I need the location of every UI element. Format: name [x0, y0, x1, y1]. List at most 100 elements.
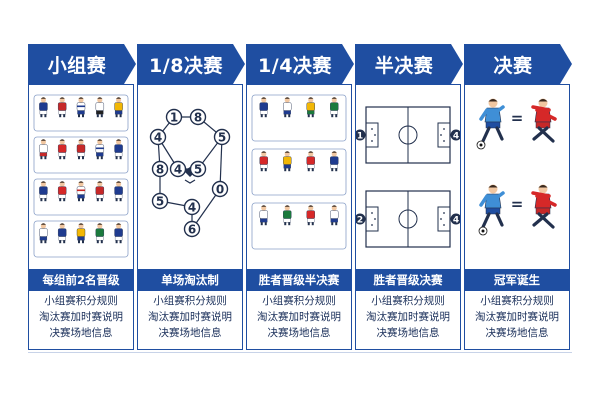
player-figure	[283, 97, 292, 118]
note-line: 小组赛积分规则	[480, 295, 554, 307]
player-figure	[114, 97, 123, 118]
note-line: 淘汰赛加时赛说明	[257, 311, 341, 323]
stage-subtitle: 胜者晋级决赛	[356, 269, 460, 291]
svg-text:1: 1	[357, 132, 363, 142]
player-figure	[76, 139, 86, 160]
player-figure	[306, 205, 315, 226]
bracket-node: 0	[211, 180, 229, 198]
player-figure	[330, 151, 339, 172]
stage-quarter: 1/4决赛 胜者晋级半决赛 小组赛积分规则 淘汰赛加时赛说明 决赛场地信息	[246, 44, 354, 350]
note-line: 淘汰赛加时赛说明	[475, 311, 559, 323]
bracket-node: 1	[165, 108, 183, 126]
svg-text:4: 4	[188, 200, 196, 214]
stage-notes: 小组赛积分规则 淘汰赛加时赛说明 决赛场地信息	[356, 293, 460, 341]
footballer-figure	[531, 98, 557, 143]
player-figure	[306, 151, 315, 172]
bracket-connector	[219, 136, 223, 190]
stage-subtitle: 单场淘汰制	[138, 269, 242, 291]
note-line: 小组赛积分规则	[153, 295, 227, 307]
equals-sign: =	[511, 109, 524, 127]
player-figure	[58, 139, 67, 160]
team-card	[33, 94, 129, 132]
player-figure	[259, 97, 268, 118]
svg-text:5: 5	[218, 130, 226, 144]
player-figure	[58, 181, 67, 202]
svg-text:8: 8	[156, 162, 164, 176]
note-line: 淘汰赛加时赛说明	[366, 311, 450, 323]
svg-text:4: 4	[174, 162, 182, 176]
team-card	[33, 220, 129, 258]
player-figure	[306, 97, 315, 118]
bracket-node: 5	[213, 128, 231, 146]
player-figure	[39, 139, 48, 160]
note-line: 小组赛积分规则	[262, 295, 336, 307]
player-figure	[114, 223, 123, 244]
svg-text:4: 4	[453, 132, 459, 142]
note-line: 小组赛积分规则	[44, 295, 118, 307]
player-figure	[330, 205, 339, 226]
player-figure	[283, 151, 292, 172]
player-figure	[39, 181, 48, 202]
note-line: 淘汰赛加时赛说明	[39, 311, 123, 323]
stage-notes: 小组赛积分规则 淘汰赛加时赛说明 决赛场地信息	[465, 293, 569, 341]
bracket-node: 4	[169, 160, 187, 178]
player-figure	[95, 181, 105, 202]
stage-title: 1/4决赛	[246, 44, 354, 84]
note-line: 决赛场地信息	[376, 327, 440, 339]
group-teams-illustration	[33, 94, 129, 258]
team-card	[33, 178, 129, 216]
seed-badge: 1	[356, 129, 366, 142]
note-line: 决赛场地信息	[267, 327, 331, 339]
bracket-node: 4	[149, 128, 167, 146]
player-figure	[114, 139, 123, 160]
stage-panel: == 冠军诞生 小组赛积分规则 淘汰赛加时赛说明 决赛场地信息	[464, 84, 570, 350]
stage-notes: 小组赛积分规则 淘汰赛加时赛说明 决赛场地信息	[138, 293, 242, 341]
note-line: 决赛场地信息	[485, 327, 549, 339]
quarter-teams-illustration	[251, 94, 347, 250]
stage-title: 决赛	[464, 44, 572, 84]
stage-notes: 小组赛积分规则 淘汰赛加时赛说明 决赛场地信息	[247, 293, 351, 341]
football-icon	[476, 140, 486, 150]
player-figure	[114, 181, 123, 202]
team-card	[251, 148, 347, 196]
stage-final: 决赛 == 冠军诞生 小组赛积分规则 淘汰赛加时赛说明 决赛场地信息	[464, 44, 572, 350]
player-figure	[76, 223, 86, 244]
player-figure	[58, 97, 67, 118]
footballer-figure	[479, 98, 505, 143]
stage-title: 1/8决赛	[137, 44, 245, 84]
player-figure	[76, 97, 86, 118]
team-card	[33, 136, 129, 174]
player-figure	[283, 205, 292, 226]
note-line: 小组赛积分规则	[371, 295, 445, 307]
player-figure	[39, 223, 48, 244]
stage-subtitle: 胜者晋级半决赛	[247, 269, 351, 291]
footballer-figure	[531, 184, 557, 229]
stage-panel: 胜者晋级半决赛 小组赛积分规则 淘汰赛加时赛说明 决赛场地信息	[246, 84, 352, 350]
stage-notes: 小组赛积分规则 淘汰赛加时赛说明 决赛场地信息	[29, 293, 133, 341]
tournament-flow: 小组赛 每组前2名晋级 小组赛积分规则 淘汰赛加时赛说明 决赛场地信息 1/8决…	[28, 44, 572, 350]
player-figure	[39, 97, 48, 118]
bracket-node: 4	[183, 198, 201, 216]
note-line: 决赛场地信息	[158, 327, 222, 339]
stage-panel: 每组前2名晋级 小组赛积分规则 淘汰赛加时赛说明 决赛场地信息	[28, 84, 134, 350]
bracket-node: 8	[151, 160, 169, 178]
team-card	[251, 202, 347, 250]
svg-text:1: 1	[170, 110, 178, 124]
bracket-node: 8	[189, 108, 207, 126]
player-figure	[76, 181, 86, 202]
team-card	[251, 94, 347, 142]
stage-group: 小组赛 每组前2名晋级 小组赛积分规则 淘汰赛加时赛说明 决赛场地信息	[28, 44, 136, 350]
svg-text:8: 8	[194, 110, 202, 124]
stage-title: 半决赛	[355, 44, 463, 84]
footballer-figure	[479, 184, 505, 229]
stage-title: 小组赛	[28, 44, 136, 84]
svg-text:4: 4	[453, 216, 459, 226]
bracket-node: 5	[189, 160, 207, 178]
